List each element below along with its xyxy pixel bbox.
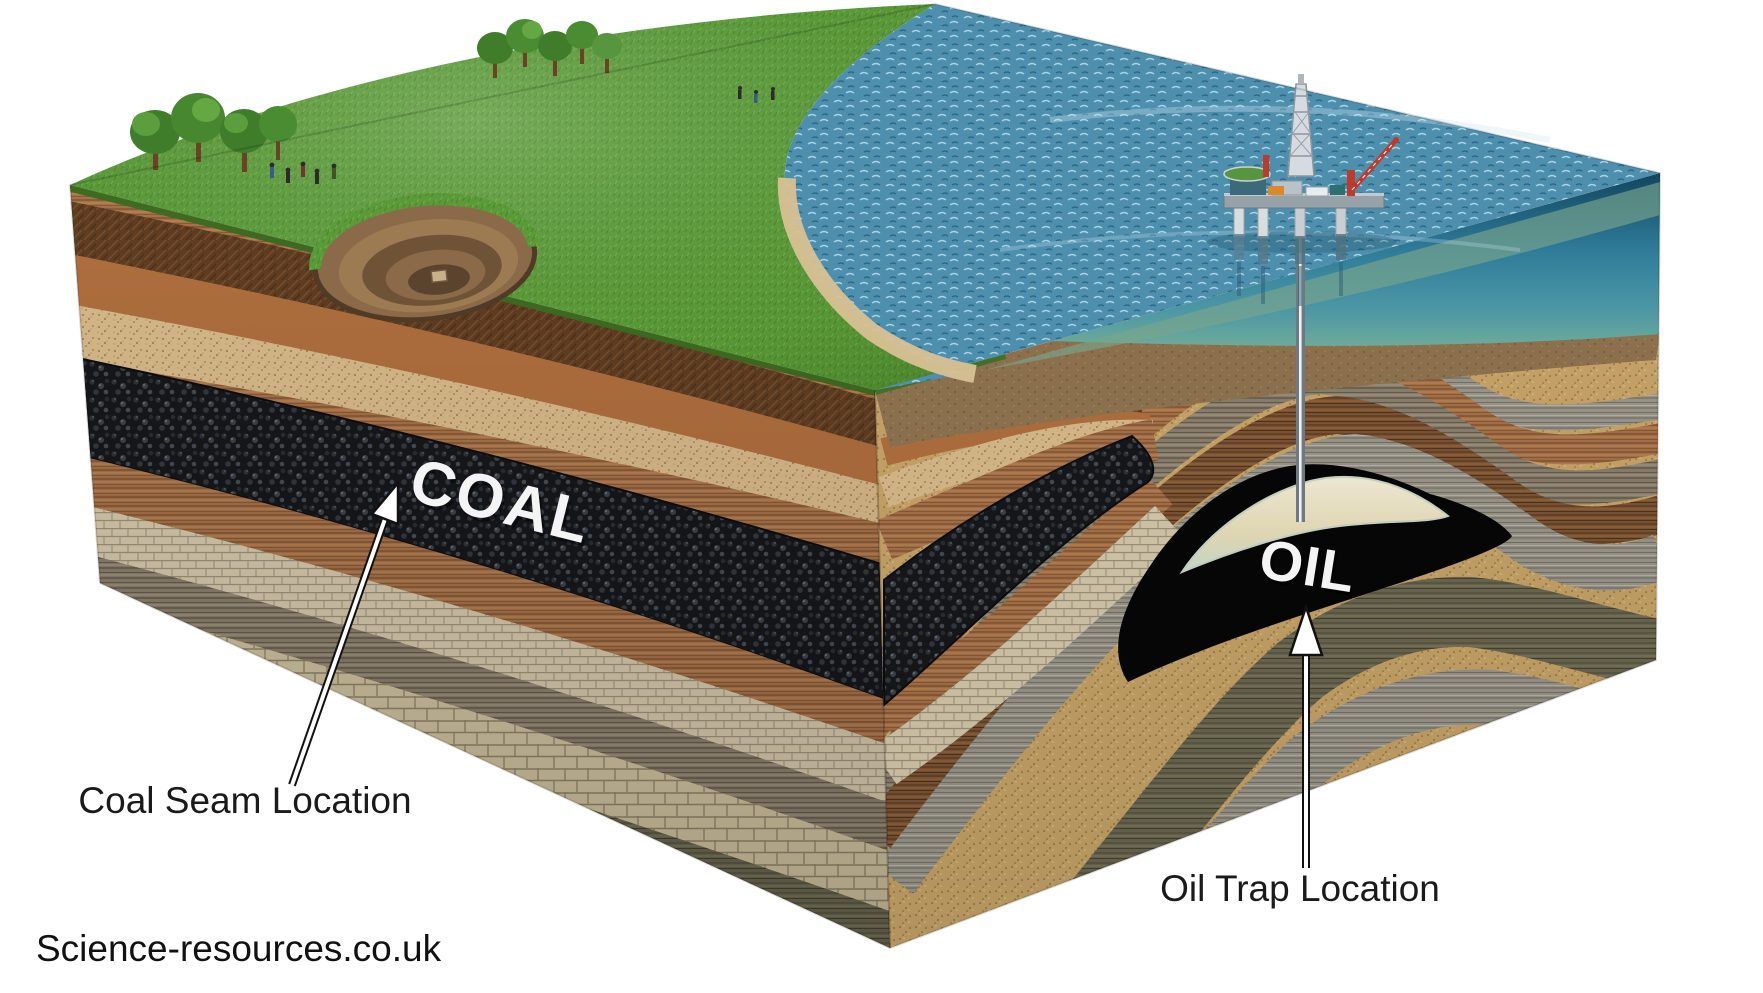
grass-shading xyxy=(70,4,970,390)
tree xyxy=(130,110,180,170)
coal-caption: Coal Seam Location xyxy=(78,780,411,821)
person xyxy=(269,162,275,178)
block-outline xyxy=(68,2,1662,950)
wave-highlight-2 xyxy=(999,230,1521,252)
tree xyxy=(538,31,572,76)
leg-underwater xyxy=(1336,234,1346,260)
tree-cluster-back xyxy=(477,19,622,78)
orange-container xyxy=(1268,186,1284,195)
front-corner-edge xyxy=(874,389,891,949)
person xyxy=(285,167,291,183)
right-face-strata xyxy=(875,173,1660,948)
coal-arrow-head xyxy=(369,479,400,526)
platform-leg xyxy=(1294,207,1306,239)
people-group-back xyxy=(738,86,775,103)
shoreline-beach xyxy=(777,177,977,383)
person xyxy=(300,161,306,177)
crane-tip xyxy=(1393,137,1399,143)
right-face-shading xyxy=(875,173,1660,948)
pit-grass-overhang xyxy=(309,193,541,271)
platform-leg xyxy=(1233,207,1245,237)
platform-deck xyxy=(1223,193,1385,209)
person xyxy=(771,87,775,100)
people-group-field xyxy=(269,161,337,184)
tree xyxy=(220,109,268,172)
helipad xyxy=(1223,166,1271,182)
derrick-tower xyxy=(1287,74,1315,177)
oil-arrow-head xyxy=(1288,603,1324,657)
tree-cluster-left xyxy=(130,93,297,172)
oil-label: OIL xyxy=(1255,527,1360,604)
teal-container xyxy=(1330,185,1345,195)
leg-underwater xyxy=(1295,236,1305,264)
top-face xyxy=(70,4,1660,390)
derrick-crown xyxy=(1298,74,1304,84)
platform-leg xyxy=(1335,207,1347,237)
person xyxy=(331,163,337,179)
open-pit-mine xyxy=(309,193,541,323)
person xyxy=(738,86,742,99)
tree xyxy=(477,32,513,78)
mine-hut xyxy=(430,269,449,284)
oil-platform xyxy=(1207,74,1399,306)
ocean-surface xyxy=(784,4,1660,390)
watermark: Science-resources.co.uk xyxy=(36,928,442,969)
leg-reflections xyxy=(1237,262,1343,306)
tree xyxy=(566,21,598,64)
white-container xyxy=(1305,186,1329,197)
left-face-shading xyxy=(70,185,890,948)
oil-label-shadow: OIL xyxy=(1258,530,1363,607)
oil-arrow xyxy=(1288,603,1324,868)
coal-arrow xyxy=(288,479,400,787)
leg-underwater xyxy=(1234,234,1244,260)
tree xyxy=(259,106,297,160)
platform-leg xyxy=(1257,207,1269,239)
deck-edge-highlight xyxy=(1224,193,1384,196)
flare-stack xyxy=(1263,155,1269,177)
tree xyxy=(171,93,225,162)
drill-pipe xyxy=(1296,200,1305,522)
crane xyxy=(1347,137,1399,196)
tree xyxy=(506,19,544,67)
accommodation-block xyxy=(1230,178,1266,195)
leg-underwater xyxy=(1258,236,1268,264)
oil-caption: Oil Trap Location xyxy=(1160,868,1440,909)
person xyxy=(754,90,758,103)
shallow-water-strip xyxy=(985,182,1660,370)
drill-pipe-highlight xyxy=(1299,200,1302,522)
tree xyxy=(592,33,622,73)
person xyxy=(314,168,320,184)
